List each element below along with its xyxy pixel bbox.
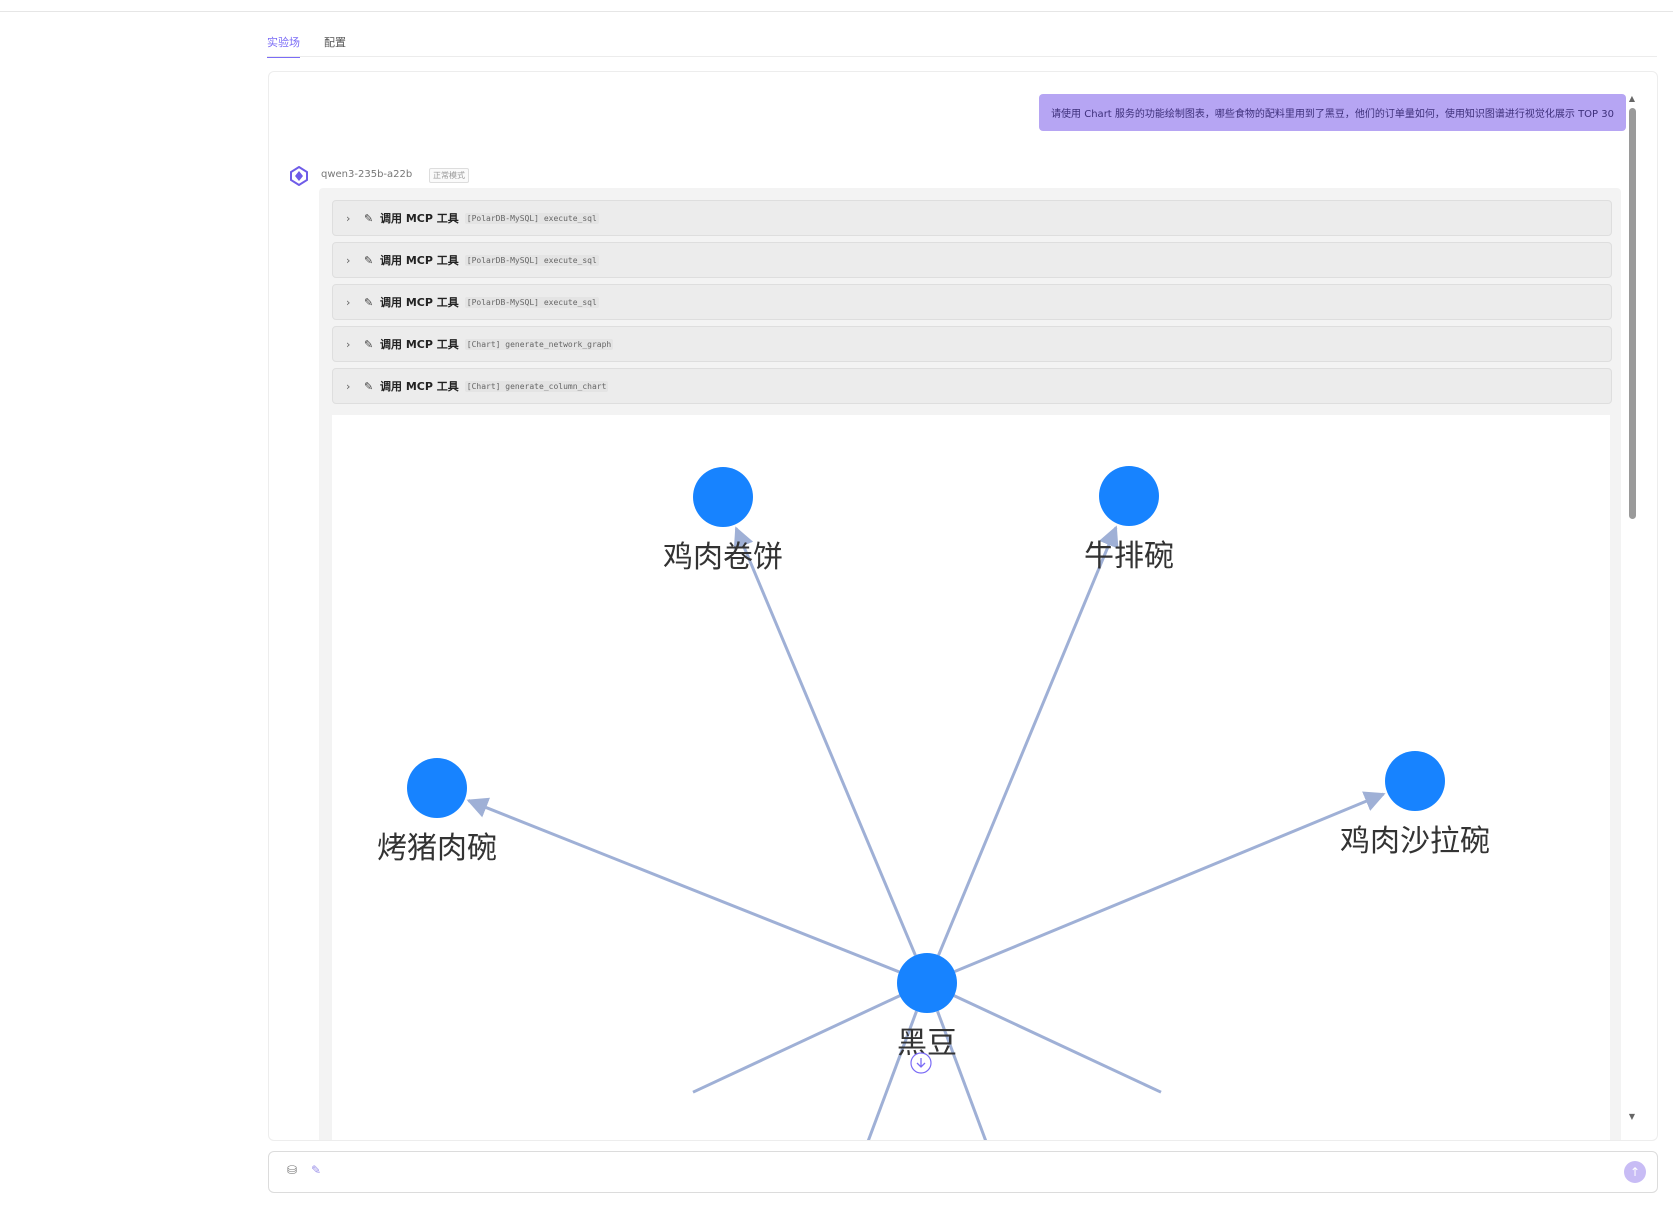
tab-config[interactable]: 配置 [324, 36, 346, 49]
network-graph-svg: 黑豆鸡肉卷饼牛排碗烤猪肉碗鸡肉沙拉碗 [377, 466, 1490, 1140]
tool-call-label: 调用 MCP 工具 [380, 254, 459, 267]
tab-bar: 实验场 配置 [267, 34, 346, 58]
scroll-up-arrow-icon[interactable]: ▲ [1628, 94, 1636, 103]
tab-divider [267, 56, 1657, 57]
pencil-icon: ✎ [364, 379, 374, 393]
edge-offscreen-1 [953, 994, 1162, 1094]
tool-call-label: 调用 MCP 工具 [380, 212, 459, 225]
tool-call-detail: [Chart] generate_network_graph [464, 338, 614, 350]
edge-1 [937, 525, 1119, 956]
chevron-right-icon: › [346, 379, 351, 393]
message-composer[interactable]: ⛁ ✎ ↑ [268, 1151, 1658, 1193]
tab-playground[interactable]: 实验场 [267, 34, 300, 58]
tool-call-3[interactable]: › ✎ 调用 MCP 工具 [PolarDB-MySQL] execute_sq… [332, 284, 1612, 320]
graph-node-0[interactable] [897, 953, 957, 1013]
tool-call-detail: [PolarDB-MySQL] execute_sql [464, 296, 599, 308]
top-divider [0, 11, 1673, 12]
chevron-right-icon: › [346, 253, 351, 267]
graph-node-label-3: 烤猪肉碗 [377, 831, 497, 866]
edge-3 [954, 791, 1386, 973]
tool-call-label: 调用 MCP 工具 [380, 296, 459, 309]
chevron-right-icon: › [346, 337, 351, 351]
scroll-down-arrow-icon[interactable]: ▼ [1628, 1112, 1636, 1121]
qwen-logo-icon [290, 166, 308, 186]
graph-node-3[interactable] [407, 758, 467, 818]
tool-call-label: 调用 MCP 工具 [380, 380, 459, 393]
pencil-icon: ✎ [364, 253, 374, 267]
tool-call-label: 调用 MCP 工具 [380, 338, 459, 351]
network-chart: 黑豆鸡肉卷饼牛排碗烤猪肉碗鸡肉沙拉碗 [332, 415, 1610, 1140]
scroll-down-circle-icon[interactable] [909, 1051, 933, 1075]
edge-offscreen-3 [936, 1010, 988, 1140]
edge-offscreen-0 [692, 994, 901, 1094]
edge-2 [466, 797, 900, 974]
tool-call-2[interactable]: › ✎ 调用 MCP 工具 [PolarDB-MySQL] execute_sq… [332, 242, 1612, 278]
graph-node-label-2: 牛排碗 [1084, 539, 1174, 574]
graph-node-1[interactable] [693, 467, 753, 527]
graph-node-4[interactable] [1385, 751, 1445, 811]
graph-node-label-4: 鸡肉沙拉碗 [1340, 824, 1490, 859]
chat-scrollbar[interactable]: ▲ ▼ [1627, 94, 1637, 1122]
chevron-right-icon: › [346, 211, 351, 225]
chat-panel: 请使用 Chart 服务的功能绘制图表，哪些食物的配料里用到了黑豆，他们的订单量… [268, 71, 1658, 1141]
mode-badge: 正常模式 [429, 168, 469, 183]
tool-call-detail: [PolarDB-MySQL] execute_sql [464, 254, 599, 266]
user-message: 请使用 Chart 服务的功能绘制图表，哪些食物的配料里用到了黑豆，他们的订单量… [1039, 94, 1626, 131]
model-name: qwen3-235b-a22b [321, 169, 413, 180]
tool-call-4[interactable]: › ✎ 调用 MCP 工具 [Chart] generate_network_g… [332, 326, 1612, 362]
edge-0 [733, 526, 917, 956]
tool-call-5[interactable]: › ✎ 调用 MCP 工具 [Chart] generate_column_ch… [332, 368, 1612, 404]
assistant-message: › ✎ 调用 MCP 工具 [PolarDB-MySQL] execute_sq… [319, 188, 1621, 1140]
graph-node-2[interactable] [1099, 466, 1159, 526]
toolbox-icon[interactable]: ⛁ [287, 1163, 298, 1177]
pencil-icon: ✎ [364, 337, 374, 351]
send-button[interactable]: ↑ [1624, 1161, 1646, 1183]
tool-call-1[interactable]: › ✎ 调用 MCP 工具 [PolarDB-MySQL] execute_sq… [332, 200, 1612, 236]
graph-node-label-1: 鸡肉卷饼 [663, 540, 783, 575]
tool-call-detail: [PolarDB-MySQL] execute_sql [464, 212, 599, 224]
tool-call-detail: [Chart] generate_column_chart [464, 380, 609, 392]
pencil-icon: ✎ [364, 211, 374, 225]
edge-offscreen-2 [866, 1010, 918, 1140]
scroll-thumb[interactable] [1629, 108, 1636, 519]
pencil-icon: ✎ [364, 295, 374, 309]
chevron-right-icon: › [346, 295, 351, 309]
pen-icon[interactable]: ✎ [311, 1163, 322, 1177]
